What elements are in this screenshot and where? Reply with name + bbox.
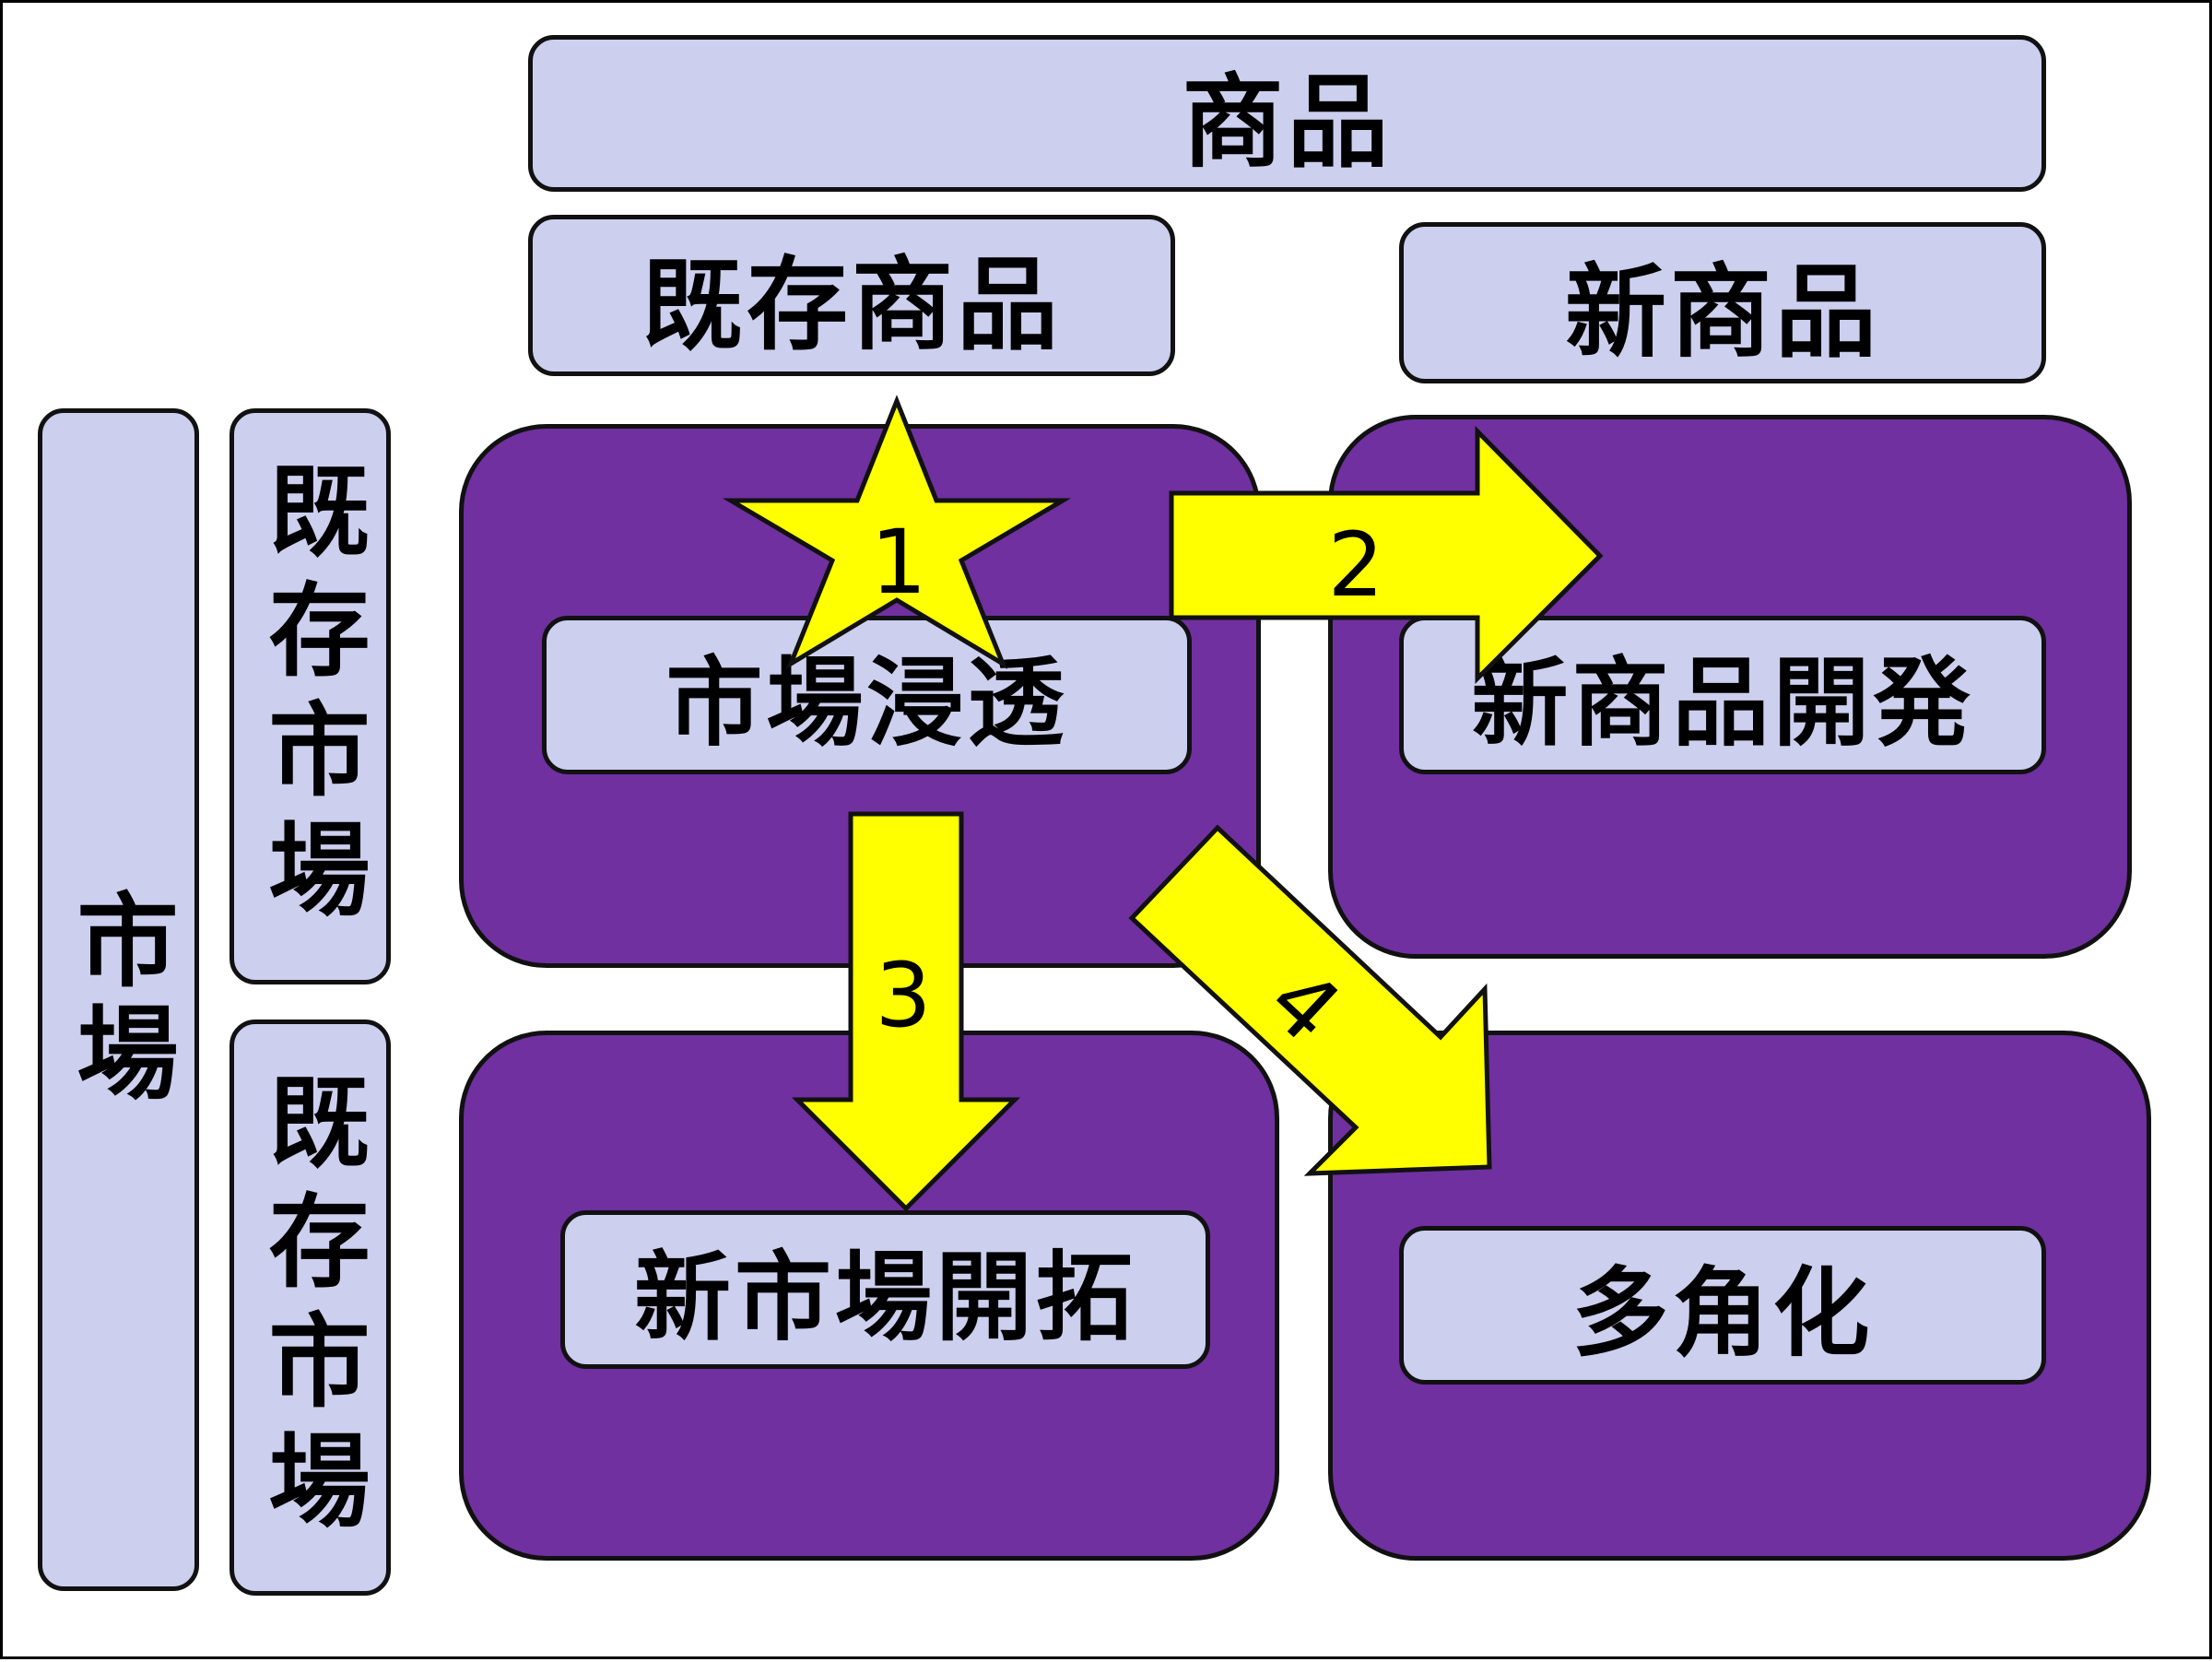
existing-market-top-label: 既存市場 <box>251 456 370 937</box>
existing-product-label: 既存商品 <box>641 245 1062 364</box>
right-arrow-number: 2 <box>1327 513 1383 617</box>
diagonal-arrow <box>1128 824 1492 1176</box>
diversification-label: 多角化 <box>1571 1257 1874 1370</box>
product-development-label: 新商品開発 <box>1471 647 1974 760</box>
existing-market-top-header: 既存市場 <box>229 408 391 984</box>
product-header: 商品 <box>528 35 2046 192</box>
down-arrow-number: 3 <box>875 944 931 1047</box>
existing-market-bottom-label: 既存市場 <box>251 1067 370 1548</box>
market-header: 市場 <box>38 408 199 1591</box>
penetration-box: 市場浸透 <box>542 616 1192 774</box>
star-number: 1 <box>870 511 926 614</box>
existing-market-bottom-header: 既存市場 <box>229 1020 391 1596</box>
diversification-box: 多角化 <box>1399 1226 2046 1385</box>
penetration-label: 市場浸透 <box>665 647 1068 760</box>
market-development-label: 新市場開拓 <box>633 1242 1136 1354</box>
market-development-box: 新市場開拓 <box>560 1210 1210 1369</box>
product-header-label: 商品 <box>1182 64 1393 182</box>
new-product-label: 新商品 <box>1565 253 1880 371</box>
marker-overlay: 1 2 3 4 <box>722 395 1604 1212</box>
market-label: 市場 <box>59 887 178 1113</box>
existing-product-header: 既存商品 <box>528 215 1175 376</box>
new-product-header: 新商品 <box>1399 222 2046 383</box>
star-marker <box>722 395 1072 669</box>
right-arrow <box>1169 425 1604 685</box>
down-arrow <box>791 811 1021 1212</box>
